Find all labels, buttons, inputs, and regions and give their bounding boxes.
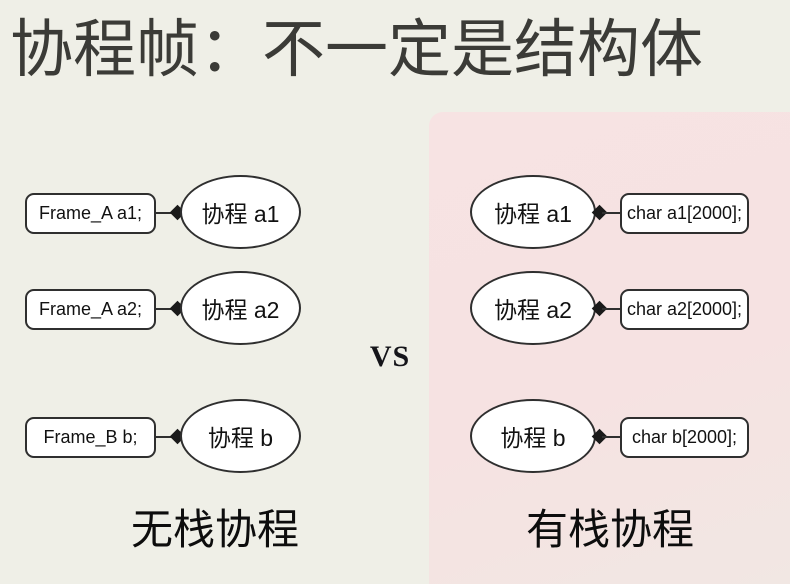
- stack-box-right-1: char a1[2000];: [620, 193, 749, 234]
- vs-label: VS: [369, 340, 411, 373]
- coroutine-node-right-1: 协程 a1: [470, 175, 596, 249]
- connector-line-right-3: [602, 436, 622, 438]
- page-title: 协程帧：不一定是结构体: [10, 15, 703, 85]
- frame-box-left-3: Frame_B b;: [25, 417, 156, 458]
- caption-stackless: 无栈协程: [130, 506, 299, 553]
- coroutine-node-left-1: 协程 a1: [180, 175, 301, 249]
- stack-box-right-3: char b[2000];: [620, 417, 749, 458]
- connector-line-right-2: [602, 308, 622, 310]
- connector-line-left-1: [156, 212, 177, 214]
- caption-stackful: 有栈协程: [525, 506, 694, 553]
- coroutine-node-right-2: 协程 a2: [470, 271, 596, 345]
- frame-box-left-1: Frame_A a1;: [25, 193, 156, 234]
- coroutine-node-left-2: 协程 a2: [180, 271, 301, 345]
- connector-line-right-1: [602, 212, 622, 214]
- coroutine-node-left-3: 协程 b: [180, 399, 301, 473]
- coroutine-node-right-3: 协程 b: [470, 399, 596, 473]
- stack-box-right-2: char a2[2000];: [620, 289, 749, 330]
- connector-line-left-2: [156, 308, 177, 310]
- frame-box-left-2: Frame_A a2;: [25, 289, 156, 330]
- connector-line-left-3: [156, 436, 177, 438]
